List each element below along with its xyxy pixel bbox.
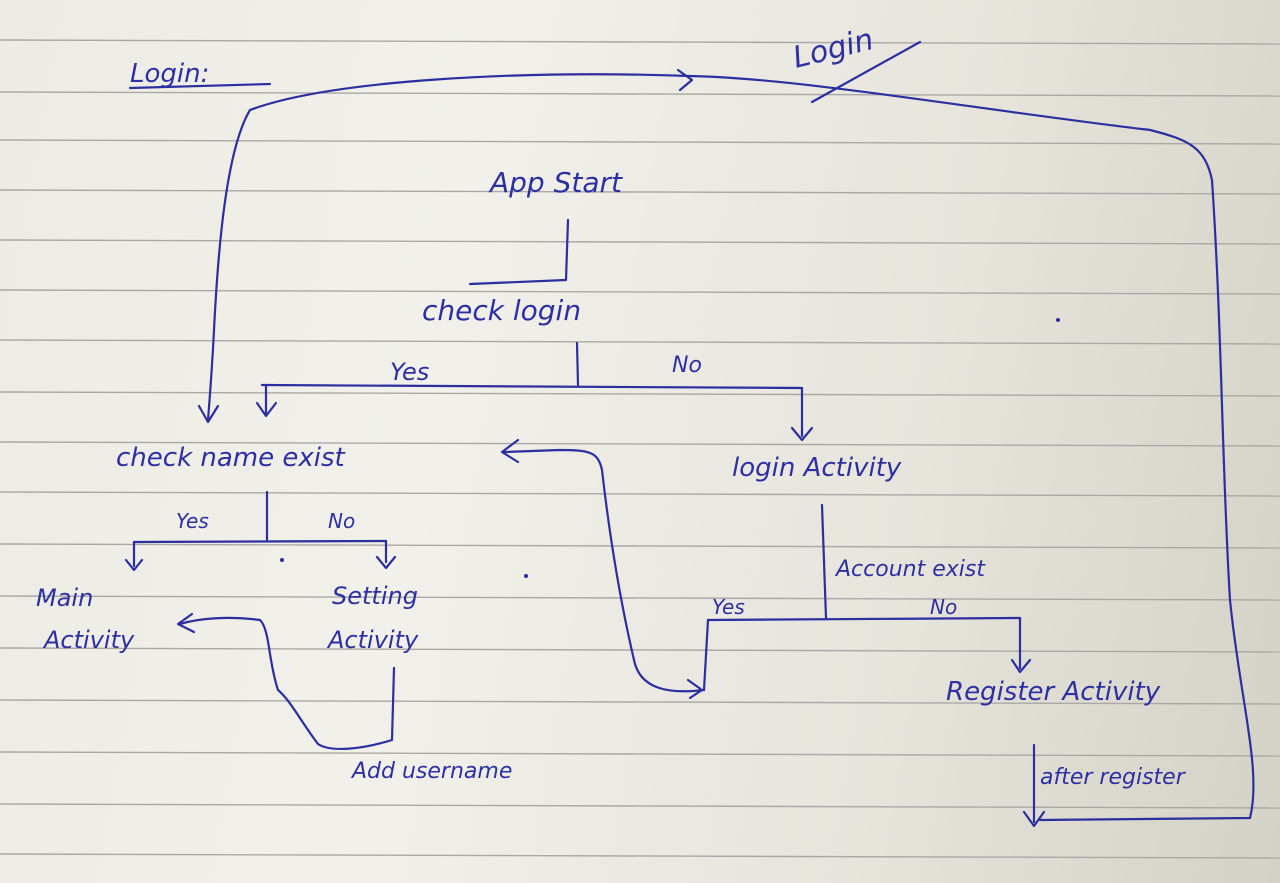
- connector-register-to-after: [1022, 743, 1046, 828]
- label-name-no: No: [328, 509, 355, 533]
- connector-account-yes: [702, 618, 710, 692]
- node-register-activity: Register Activity: [946, 677, 1161, 707]
- main-activity-arrowhead: [176, 612, 196, 634]
- node-main-activity-line2: Activity: [42, 626, 135, 654]
- connector-account-branch: [706, 616, 1022, 622]
- ruled-lines: [0, 39, 1280, 859]
- connector-appstart-to-checklogin: [468, 218, 570, 286]
- connector-checklogin-branch: [260, 383, 804, 390]
- yes-return-arrowhead: [686, 678, 704, 700]
- connector-to-main: [124, 540, 144, 572]
- connector-setting-to-main: [178, 616, 396, 751]
- connector-to-loginactivity: [790, 386, 814, 442]
- connector-checkname-branch: [132, 539, 388, 544]
- ink-dot: [280, 558, 284, 562]
- label-after-register: after register: [1040, 765, 1187, 790]
- label-add-username: Add username: [350, 759, 512, 784]
- loop-down-arrowhead: [197, 404, 220, 424]
- ink-dot: [524, 574, 528, 578]
- node-setting-activity-line1: Setting: [332, 582, 418, 610]
- checkname-return-arrowhead: [500, 438, 520, 464]
- label-account-yes: Yes: [712, 595, 745, 619]
- after-register-loop-line: [206, 73, 1255, 822]
- node-check-name-exist: check name exist: [116, 443, 346, 473]
- connector-to-setting: [375, 539, 397, 570]
- connector-loginactivity-stem: [820, 503, 828, 620]
- label-login-no: No: [672, 353, 702, 378]
- node-check-login: check login: [422, 294, 581, 327]
- node-app-start: App Start: [488, 166, 623, 199]
- label-login-yes: Yes: [390, 358, 429, 386]
- node-login-activity: login Activity: [732, 453, 902, 483]
- corner-heading: Login:: [130, 59, 209, 89]
- connector-to-checkname: [255, 384, 278, 418]
- login-title-underline: [810, 40, 922, 104]
- label-name-yes: Yes: [176, 509, 209, 533]
- connector-checklogin-stem: [575, 341, 580, 387]
- ink-dot: [1056, 318, 1060, 322]
- loop-top-arrowhead: [676, 68, 694, 92]
- top-login-title: Login: [789, 22, 877, 76]
- node-main-activity-line1: Main: [36, 584, 93, 612]
- label-account-no: No: [930, 595, 957, 619]
- node-setting-activity-line2: Activity: [326, 626, 419, 654]
- label-account-exist: Account exist: [834, 557, 986, 582]
- connector-account-no: [1010, 616, 1032, 674]
- connector-account-yes-to-checkname: [503, 448, 706, 693]
- heading-underline: [128, 82, 272, 90]
